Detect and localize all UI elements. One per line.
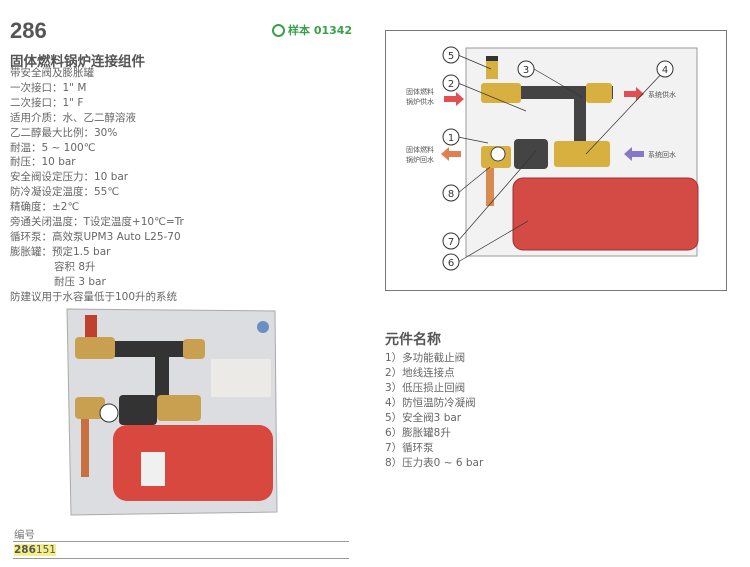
part-item: 6）膨胀罐8升 (385, 427, 451, 439)
callout-4: 4 (662, 65, 668, 76)
callout-3: 3 (523, 65, 529, 76)
product-code: 286151 (14, 544, 56, 556)
part-item: 8）压力表0 ~ 6 bar (385, 457, 484, 469)
schematic-diagram: 固体燃料 锅炉供水 固体燃料 锅炉回水 系统供水 系统回水 5 2 3 4 1 … (385, 30, 727, 291)
label-boiler-supply-1: 固体燃料 (406, 87, 434, 96)
part-item: 7）循环泵 (385, 442, 434, 454)
spec-line: 旁通关闭温度：T设定温度+10℃=Tr (10, 216, 184, 229)
callout-2: 2 (448, 79, 454, 90)
g-circle-icon (272, 23, 285, 37)
spec-line: 耐温：5 ~ 100℃ (10, 141, 96, 154)
spec-line: 耐压：10 bar (10, 156, 76, 169)
part-item: 3）低压损止回阀 (385, 382, 466, 394)
spec-line: 乙二醇最大比例：30% (10, 126, 118, 139)
spec-line: 容积 8升 (54, 260, 96, 273)
callout-1: 1 (448, 133, 454, 144)
divider (13, 541, 349, 542)
spec-line: 一次接口：1" M (10, 81, 87, 94)
label-boiler-return-1: 固体燃料 (406, 145, 434, 154)
spec-line: 循环泵：高效泵UPM3 Auto L25-70 (10, 230, 181, 243)
spec-line: 防建议用于水容量低于100升的系统 (10, 290, 178, 303)
spec-list: 带安全阀及膨胀罐 一次接口：1" M 二次接口：1" F 适用介质：水、乙二醇溶… (10, 66, 184, 305)
label-system-supply: 系统供水 (648, 90, 676, 99)
callout-5: 5 (448, 51, 454, 62)
page-number: 286 (10, 18, 47, 43)
spec-line: 精确度：±2℃ (10, 201, 80, 214)
spec-line: 耐压 3 bar (54, 275, 106, 288)
parts-list: 1）多功能截止阀 2）地线连接点 3）低压损止回阀 4）防恒温防冷凝阀 5）安全… (385, 351, 483, 471)
spec-line: 膨胀罐：预定1.5 bar (10, 245, 111, 258)
part-item: 1）多功能截止阀 (385, 352, 466, 364)
code-label: 编号 (14, 529, 35, 541)
divider (13, 558, 349, 559)
label-boiler-supply-2: 锅炉供水 (406, 97, 434, 106)
label-system-return: 系统回水 (648, 150, 676, 159)
label-boiler-return-2: 锅炉回水 (406, 155, 434, 164)
logo-text: 样本 01342 (288, 24, 353, 37)
spec-line: 防冷凝设定温度：55℃ (10, 186, 120, 199)
callout-7: 7 (448, 237, 454, 248)
product-photo (66, 308, 278, 516)
code-rest: 151 (35, 544, 56, 556)
part-item: 5）安全阀3 bar (385, 412, 462, 424)
part-item: 2）地线连接点 (385, 367, 455, 379)
catalog-logo: 样本 01342 (272, 22, 352, 38)
spec-line: 安全阀设定压力：10 bar (10, 171, 129, 184)
product-title: 固体燃料锅炉连接组件 (10, 54, 145, 70)
code-bold: 286 (14, 544, 36, 556)
parts-title: 元件名称 (385, 332, 441, 348)
spec-line: 二次接口：1" F (10, 96, 84, 109)
part-item: 4）防恒温防冷凝阀 (385, 397, 476, 409)
callout-8: 8 (448, 189, 454, 200)
spec-line: 带安全阀及膨胀罐 (10, 67, 94, 79)
callout-6: 6 (448, 258, 454, 269)
spec-line: 适用介质：水、乙二醇溶液 (10, 111, 136, 124)
